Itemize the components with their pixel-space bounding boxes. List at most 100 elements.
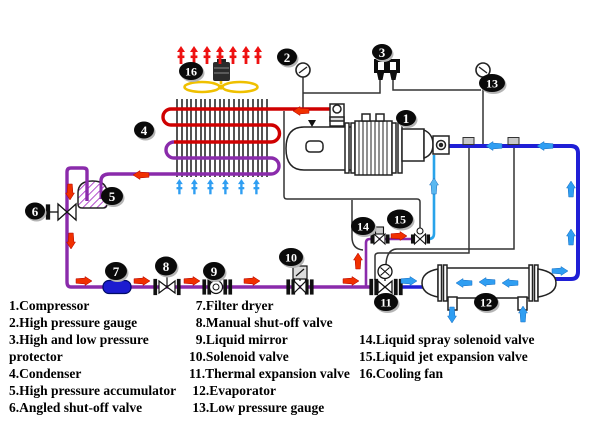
badge-5: 5 xyxy=(101,187,125,207)
badge-number: 9 xyxy=(211,264,218,279)
jet-expansion-valve xyxy=(410,227,431,246)
badge-number: 10 xyxy=(285,251,297,265)
badge-number: 7 xyxy=(113,264,120,279)
txv-equalizer-line xyxy=(374,145,470,280)
legend-item: 7.Filter dryer xyxy=(189,298,274,313)
legend-item: 11.Thermal expansion valve xyxy=(189,366,350,381)
badge-9: 9 xyxy=(203,262,227,282)
badge-16: 16 xyxy=(179,62,205,82)
evaporator-flange-l1 xyxy=(437,264,443,302)
badge-number: 11 xyxy=(380,296,391,310)
legend-column-1: 1.Compressor 2.High pressure gauge 3.High … xyxy=(9,297,176,416)
badge-14: 14 xyxy=(351,217,377,237)
evaporator-flange-r1 xyxy=(528,264,534,302)
injection-branch-line xyxy=(364,237,413,287)
legend-item: 12.Evaporator xyxy=(189,383,276,398)
protector-window-2 xyxy=(390,62,396,70)
legend-item: 4.Condenser xyxy=(9,366,82,381)
cold-air-arrows xyxy=(176,179,260,195)
liquid-injection-line xyxy=(427,155,436,241)
badge-4: 4 xyxy=(134,121,156,141)
legend-item: 9.Liquid mirror xyxy=(189,332,288,347)
legend-item: 2.High pressure gauge xyxy=(9,315,138,330)
legend-item: 5.High pressure accumulator xyxy=(9,383,177,398)
badge-number: 4 xyxy=(141,123,148,138)
evaporator-left-head xyxy=(421,268,439,298)
badge-12: 12 xyxy=(474,293,500,313)
compressor-bearing-housing xyxy=(401,128,425,162)
protector-hp-line xyxy=(303,80,381,94)
txv-bulb-capillary xyxy=(385,145,515,265)
legend-item: 1.Compressor xyxy=(9,298,90,313)
spray-solenoid-valve xyxy=(370,226,390,246)
solenoid-valve xyxy=(286,265,314,295)
legend-item: 6.Angled shut-off valve xyxy=(9,400,143,415)
hot-air-arrows xyxy=(177,46,262,64)
fan-motor-ribs xyxy=(214,67,229,74)
badge-1: 1 xyxy=(396,110,418,128)
legend-item: 3.High and low pressure xyxy=(9,332,149,347)
fan-motor xyxy=(213,62,230,81)
compressor-flange-3 xyxy=(391,122,397,174)
angled-shutoff-valve xyxy=(45,202,77,222)
badge-number: 3 xyxy=(379,45,386,60)
legend-item: 8.Manual shut-off valve xyxy=(189,315,333,330)
condenser-fins xyxy=(176,99,268,177)
legend-item: 10.Solenoid valve xyxy=(189,349,289,364)
legend-item: 16.Cooling fan xyxy=(359,366,444,381)
compressor-motor-ribs xyxy=(358,121,388,175)
legend-item: 14.Liquid spray solenoid valve xyxy=(359,332,535,347)
compressor-sight-port xyxy=(305,140,324,153)
badge-number: 2 xyxy=(284,50,291,65)
sight-glass xyxy=(202,279,233,295)
liquid-line xyxy=(65,166,413,289)
badge-number: 8 xyxy=(163,259,170,274)
badge-3: 3 xyxy=(372,44,394,62)
cooling-fan xyxy=(183,59,259,94)
legend-column-2: 7.Filter dryer 8.Manual shut-off valve 9… xyxy=(189,297,350,416)
badge-7: 7 xyxy=(105,262,129,282)
condensed-coil-purple xyxy=(99,140,281,199)
badge-2: 2 xyxy=(277,48,299,68)
badge-8: 8 xyxy=(155,256,179,278)
jet-valve-pilot-line xyxy=(283,111,421,229)
compressor-top-box-1 xyxy=(361,113,371,122)
sensing-bulb-clamp xyxy=(507,137,520,145)
thermal-expansion-valve xyxy=(369,263,403,296)
protector-stub-2 xyxy=(390,73,397,80)
badge-11: 11 xyxy=(374,293,400,313)
badge-number: 12 xyxy=(480,296,492,310)
compressor-end-cone xyxy=(423,128,434,160)
legend-item: 13.Low pressure gauge xyxy=(189,400,325,415)
discharge-arrowhead xyxy=(308,120,316,127)
legend-item: protector xyxy=(9,349,63,364)
fan-hub xyxy=(218,84,224,90)
protector-lp-line xyxy=(392,80,481,91)
badge-number: 5 xyxy=(109,189,116,204)
legend-item: 15.Liquid jet expansion valve xyxy=(359,349,528,364)
badge-6: 6 xyxy=(25,202,47,222)
protector-window-1 xyxy=(378,62,384,70)
equalizer-clamp xyxy=(462,137,475,145)
compressor-flange-1 xyxy=(344,122,350,174)
main-liquid-line xyxy=(65,166,370,289)
protector-stub-1 xyxy=(377,73,384,80)
discharge-valve-wheel xyxy=(332,104,342,114)
compressor xyxy=(285,103,450,176)
condenser-coil xyxy=(99,107,333,199)
suction-valve-center xyxy=(438,142,444,148)
badge-number: 16 xyxy=(185,65,197,79)
high-pressure-gauge xyxy=(295,62,311,78)
badge-13: 13 xyxy=(479,74,507,94)
badge-number: 13 xyxy=(486,77,498,91)
badge-number: 1 xyxy=(403,111,410,126)
legend-column-3: 14.Liquid spray solenoid valve 15.Liquid … xyxy=(359,331,535,382)
badge-10: 10 xyxy=(279,248,305,268)
badge-15: 15 xyxy=(387,209,415,231)
badge-number: 15 xyxy=(394,213,406,227)
compressor-top-box-2 xyxy=(375,113,385,122)
pressure-protector xyxy=(374,59,400,80)
